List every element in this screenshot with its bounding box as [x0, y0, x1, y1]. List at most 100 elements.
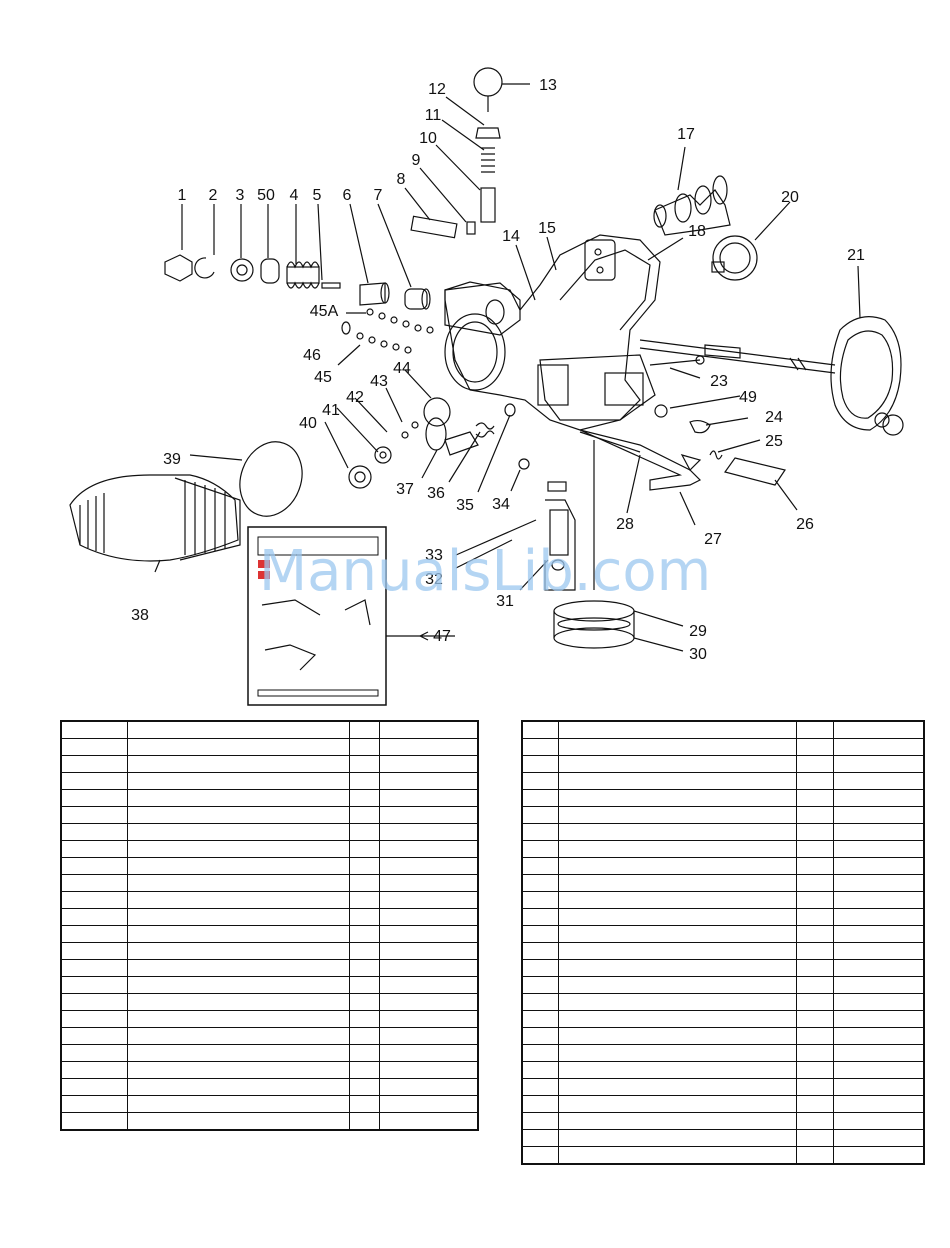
- exploded-parts-diagram: 1 2 3 50 4 5 6 7 8 9 10 11 12 13 14 15 1…: [69, 67, 904, 706]
- table-cell: [60, 840, 128, 858]
- table-cell: [348, 976, 380, 994]
- table-cell: [795, 840, 834, 858]
- table-row: [521, 857, 925, 875]
- table-row: [60, 823, 479, 841]
- table-cell: [521, 1146, 559, 1165]
- table-cell: [126, 976, 350, 994]
- table-row: [521, 1044, 925, 1062]
- table-cell: [521, 959, 559, 977]
- callout-50: 50: [257, 187, 275, 204]
- table-cell: [348, 1010, 380, 1028]
- callout-23: 23: [710, 373, 728, 390]
- table-cell: [832, 908, 925, 926]
- table-row: [521, 823, 925, 841]
- table-cell: [60, 1044, 128, 1062]
- table-cell: [126, 1078, 350, 1096]
- table-cell: [348, 1112, 380, 1131]
- table-cell: [832, 925, 925, 943]
- table-cell: [832, 772, 925, 790]
- table-cell: [126, 908, 350, 926]
- table-cell: [126, 1061, 350, 1079]
- callout-1: 1: [178, 187, 187, 204]
- table-cell: [557, 1078, 797, 1096]
- table-cell: [348, 959, 380, 977]
- table-cell: [521, 1112, 559, 1130]
- table-cell: [832, 806, 925, 824]
- table-cell: [795, 755, 834, 773]
- callout-36: 36: [427, 485, 445, 502]
- table-row: [60, 857, 479, 875]
- table-cell: [795, 738, 834, 756]
- table-cell: [521, 789, 559, 807]
- table-row: [521, 1112, 925, 1130]
- table-cell: [795, 772, 834, 790]
- table-row: [60, 1010, 479, 1028]
- table-cell: [832, 1044, 925, 1062]
- table-cell: [521, 823, 559, 841]
- table-cell: [557, 806, 797, 824]
- table-cell: [557, 1129, 797, 1147]
- table-cell: [60, 891, 128, 909]
- table-row: [521, 789, 925, 807]
- callout-30: 30: [689, 646, 707, 663]
- table-row: [521, 891, 925, 909]
- table-cell: [557, 959, 797, 977]
- table-cell: [832, 1095, 925, 1113]
- callout-21: 21: [847, 247, 865, 264]
- callout-14: 14: [502, 228, 520, 245]
- table-cell: [795, 1078, 834, 1096]
- table-cell: [557, 908, 797, 926]
- table-row: [60, 976, 479, 994]
- table-cell: [378, 755, 479, 773]
- table-cell: [795, 959, 834, 977]
- table-cell: [126, 857, 350, 875]
- table-row: [521, 1078, 925, 1096]
- table-cell: [795, 993, 834, 1011]
- table-cell: [378, 925, 479, 943]
- callout-43: 43: [370, 373, 388, 390]
- table-cell: [795, 720, 834, 739]
- table-row: [60, 942, 479, 960]
- table-cell: [60, 806, 128, 824]
- table-cell: [126, 1027, 350, 1045]
- callout-37: 37: [396, 481, 414, 498]
- table-cell: [832, 1010, 925, 1028]
- table-cell: [60, 1112, 128, 1131]
- table-row: [60, 720, 479, 739]
- table-cell: [521, 720, 559, 739]
- callout-32: 32: [425, 571, 443, 588]
- table-cell: [126, 806, 350, 824]
- table-cell: [521, 738, 559, 756]
- table-cell: [521, 1010, 559, 1028]
- callout-6: 6: [343, 187, 352, 204]
- callout-11: 11: [425, 107, 442, 124]
- callout-4: 4: [290, 187, 299, 204]
- table-cell: [832, 1027, 925, 1045]
- table-row: [521, 993, 925, 1011]
- table-cell: [521, 925, 559, 943]
- table-row: [60, 772, 479, 790]
- table-row: [60, 925, 479, 943]
- table-cell: [795, 1112, 834, 1130]
- callout-45: 45: [314, 369, 332, 386]
- table-cell: [795, 976, 834, 994]
- table-cell: [378, 959, 479, 977]
- callout-38: 38: [131, 607, 149, 624]
- callout-7: 7: [374, 187, 383, 204]
- table-cell: [557, 755, 797, 773]
- table-cell: [348, 993, 380, 1011]
- table-cell: [557, 1027, 797, 1045]
- table-row: [60, 789, 479, 807]
- table-cell: [348, 772, 380, 790]
- table-cell: [557, 1010, 797, 1028]
- callout-33: 33: [425, 547, 443, 564]
- table-cell: [348, 1078, 380, 1096]
- table-cell: [832, 857, 925, 875]
- parts-table-right: [521, 720, 925, 1165]
- table-row: [60, 993, 479, 1011]
- table-cell: [378, 1061, 479, 1079]
- callout-31: 31: [496, 593, 514, 610]
- table-cell: [521, 874, 559, 892]
- table-cell: [126, 1095, 350, 1113]
- table-cell: [557, 891, 797, 909]
